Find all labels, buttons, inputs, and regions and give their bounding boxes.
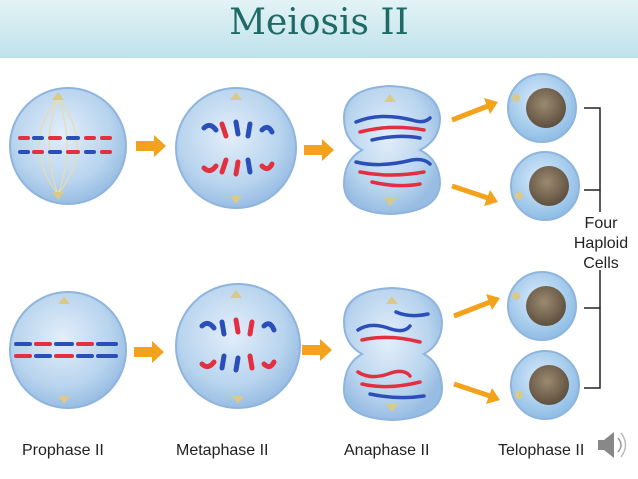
speaker-icon[interactable] — [598, 432, 626, 458]
phase-label-telophase: Telophase II — [498, 442, 584, 460]
phase-label-metaphase: Metaphase II — [176, 442, 269, 460]
haploid-cell — [511, 152, 579, 220]
haploid-cell — [508, 272, 576, 340]
nucleus — [529, 166, 569, 206]
prophase-cell-top — [10, 88, 126, 204]
metaphase-cell-bottom — [176, 284, 300, 408]
prophase-cell-bottom — [10, 292, 126, 408]
diagonal-arrow-icon — [452, 186, 498, 206]
right-arrow-icon — [302, 339, 332, 361]
haploid-cell — [511, 351, 579, 419]
diagonal-arrow-icon — [454, 384, 500, 404]
phase-label-anaphase: Anaphase II — [344, 442, 429, 460]
diagonal-arrow-icon — [452, 98, 498, 120]
nucleus — [526, 286, 566, 326]
haploid-cell — [508, 74, 576, 142]
result-label-line: Cells — [568, 254, 634, 274]
phase-label-prophase: Prophase II — [22, 442, 104, 460]
bracket-icon — [584, 108, 600, 212]
right-arrow-icon — [304, 139, 334, 161]
nucleus — [526, 88, 566, 128]
result-label-line: Four — [568, 214, 634, 234]
result-label-line: Haploid — [568, 234, 634, 254]
nucleus — [529, 365, 569, 405]
bracket-icon — [584, 270, 600, 388]
anaphase-cell-bottom — [344, 288, 442, 420]
diagonal-arrow-icon — [454, 294, 500, 316]
anaphase-cell-top — [344, 86, 440, 214]
right-arrow-icon — [136, 135, 166, 157]
right-arrow-icon — [134, 341, 164, 363]
metaphase-cell-top — [176, 88, 296, 208]
result-label: Four Haploid Cells — [568, 214, 634, 274]
